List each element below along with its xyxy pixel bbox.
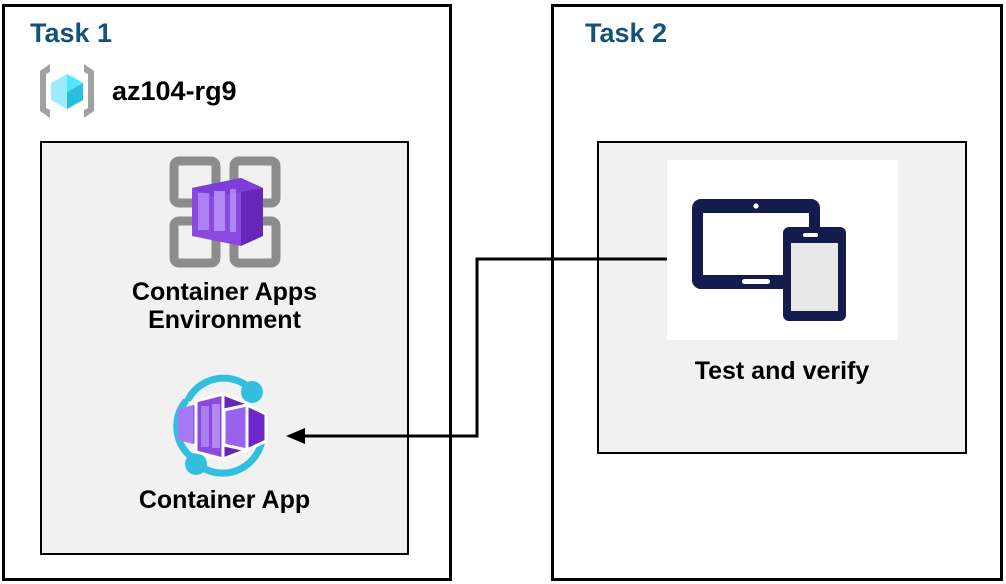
- resource-group-name: az104-rg9: [112, 75, 237, 106]
- container-apps-environment-label: Container Apps Environment: [131, 278, 318, 334]
- test-and-verify-node: Test and verify: [597, 160, 967, 385]
- devices-test-icon: [682, 175, 882, 325]
- task-2-title: Task 2: [585, 18, 668, 48]
- resource-group-icon: [34, 58, 100, 124]
- task-1-title: Task 1: [30, 18, 113, 48]
- resource-group-header: az104-rg9: [34, 58, 237, 124]
- container-apps-environment-icon: [163, 150, 287, 274]
- test-and-verify-label: Test and verify: [694, 357, 870, 385]
- container-apps-environment-node: Container Apps Environment: [40, 150, 409, 334]
- test-icon-background: [666, 160, 898, 340]
- container-app-icon: [163, 368, 287, 482]
- container-app-label: Container App: [138, 486, 311, 514]
- container-app-node: Container App: [40, 368, 409, 514]
